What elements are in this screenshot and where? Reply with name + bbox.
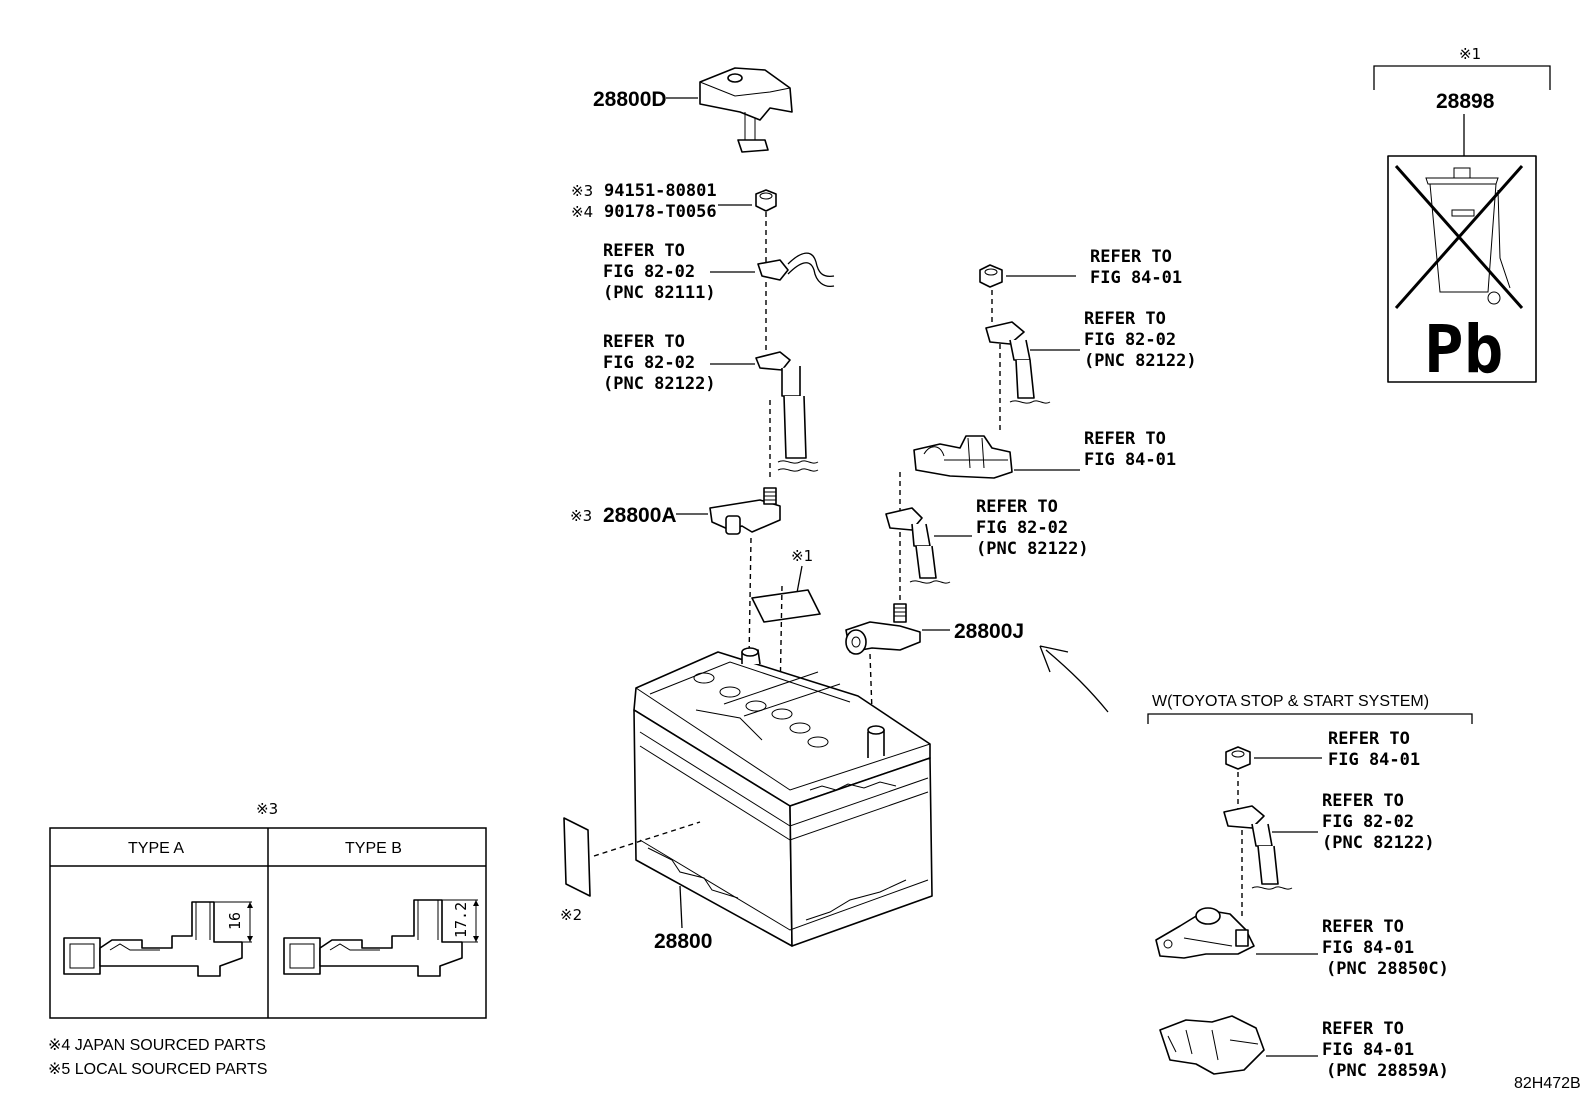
bracket-stop-start: [1147, 713, 1473, 724]
type-b-drawing: [283, 899, 479, 977]
svg-text:FIG 84-01: FIG 84-01: [1328, 750, 1420, 770]
svg-text:FIG 84-01: FIG 84-01: [1322, 1040, 1414, 1060]
type-a-header: TYPE A: [128, 840, 184, 857]
cover-stop-start: [1159, 1015, 1265, 1075]
diagram-code: 82H472B: [1514, 1075, 1581, 1092]
nut-drawing: [755, 189, 777, 212]
svg-text:FIG 82-02: FIG 82-02: [603, 353, 695, 373]
pb-symbol: Pb: [1424, 311, 1503, 388]
svg-text:REFER TO: REFER TO: [1328, 729, 1410, 749]
view-arrow: [1039, 645, 1109, 713]
svg-text:FIG 84-01: FIG 84-01: [1090, 268, 1182, 288]
negative-clamp-drawing: [845, 603, 921, 655]
type-b-header: TYPE B: [345, 840, 402, 857]
bracket-pb: [1373, 65, 1551, 90]
part-number-28800A: 28800A: [603, 504, 677, 527]
svg-text:(PNC 82122): (PNC 82122): [603, 374, 716, 394]
part-number-28800D: 28800D: [593, 88, 667, 111]
ref-r5: REFER TO FIG 84-01: [1084, 429, 1176, 470]
cable-terminal-upper-right: [985, 321, 1051, 404]
cable-terminal-mid-right: [885, 507, 951, 584]
battery-drawing: [633, 647, 933, 947]
terminal-cover-drawing: [699, 67, 793, 153]
wire-terminal-82111: [757, 252, 835, 288]
part-number-28898: 28898: [1436, 90, 1495, 113]
mark-1-pb: ※1: [1459, 45, 1481, 63]
part-number-28800J: 28800J: [954, 620, 1024, 643]
svg-text:FIG 84-01: FIG 84-01: [1322, 938, 1414, 958]
type-table: [49, 827, 487, 1019]
bolt-top-right: [979, 264, 1003, 288]
ref-r8: REFER TO FIG 82-02 (PNC 82122): [1322, 791, 1435, 853]
svg-text:(PNC 28859A): (PNC 28859A): [1326, 1061, 1449, 1081]
ref-r9: REFER TO FIG 84-01 (PNC 28850C): [1322, 917, 1449, 979]
svg-text:(PNC 28850C): (PNC 28850C): [1326, 959, 1449, 979]
ref-r6: REFER TO FIG 82-02 (PNC 82122): [976, 497, 1089, 559]
svg-text:REFER TO: REFER TO: [1322, 917, 1404, 937]
svg-text:FIG 82-02: FIG 82-02: [1322, 812, 1414, 832]
svg-text:REFER TO: REFER TO: [1084, 309, 1166, 329]
svg-text:FIG 82-02: FIG 82-02: [603, 262, 695, 282]
bolt-stop-start: [1225, 746, 1251, 770]
ref-r10: REFER TO FIG 84-01 (PNC 28859A): [1322, 1019, 1449, 1081]
part-number-28800: 28800: [654, 930, 712, 953]
mark-2-label: ※2: [560, 906, 582, 924]
recycle-label-drawing: [1387, 155, 1537, 383]
footnote-local: ※5 LOCAL SOURCED PARTS: [48, 1061, 267, 1078]
clamp-sensor-stop-start: [1155, 907, 1255, 959]
type-a-drawing: [63, 901, 253, 977]
stop-start-title: W(TOYOTA STOP & START SYSTEM): [1152, 693, 1429, 710]
svg-text:FIG 82-02: FIG 82-02: [976, 518, 1068, 538]
svg-text:REFER TO: REFER TO: [1322, 791, 1404, 811]
part-number-nut-a: 94151-80801: [604, 181, 717, 201]
sensor-assembly-upper: [913, 435, 1013, 479]
ref-r7: REFER TO FIG 84-01: [1328, 729, 1420, 770]
svg-text:FIG 84-01: FIG 84-01: [1084, 450, 1176, 470]
svg-text:(PNC 82122): (PNC 82122): [976, 539, 1089, 559]
cable-terminal-stop-start: [1223, 805, 1293, 890]
mark-1-label: ※1: [791, 547, 813, 565]
type-b-dimension: 17.2: [452, 902, 470, 938]
table-mark-3: ※3: [256, 800, 278, 818]
svg-text:REFER TO: REFER TO: [603, 332, 685, 352]
label-sticker: [751, 589, 821, 623]
mark-3-clamp: ※3: [570, 507, 592, 525]
ref-r4: REFER TO FIG 82-02 (PNC 82122): [1084, 309, 1197, 371]
ref-r3: REFER TO FIG 84-01: [1090, 247, 1182, 288]
ref-r2: REFER TO FIG 82-02 (PNC 82122): [603, 332, 716, 394]
svg-text:REFER TO: REFER TO: [1084, 429, 1166, 449]
side-label: [563, 817, 591, 897]
mark-3-nut: ※3: [571, 182, 593, 200]
cable-terminal-left: [755, 351, 819, 472]
svg-text:REFER TO: REFER TO: [1322, 1019, 1404, 1039]
svg-text:(PNC 82122): (PNC 82122): [1322, 833, 1435, 853]
mark-4-nut: ※4: [571, 203, 593, 221]
svg-text:REFER TO: REFER TO: [603, 241, 685, 261]
svg-text:FIG 82-02: FIG 82-02: [1084, 330, 1176, 350]
type-a-dimension: 16: [226, 912, 244, 930]
svg-text:REFER TO: REFER TO: [976, 497, 1058, 517]
footnote-japan: ※4 JAPAN SOURCED PARTS: [48, 1037, 266, 1054]
part-number-nut-b: 90178-T0056: [604, 202, 717, 222]
svg-text:(PNC 82111): (PNC 82111): [603, 283, 716, 303]
positive-clamp-drawing: [709, 487, 781, 535]
svg-text:(PNC 82122): (PNC 82122): [1084, 351, 1197, 371]
ref-r1: REFER TO FIG 82-02 (PNC 82111): [603, 241, 716, 303]
svg-text:REFER TO: REFER TO: [1090, 247, 1172, 267]
